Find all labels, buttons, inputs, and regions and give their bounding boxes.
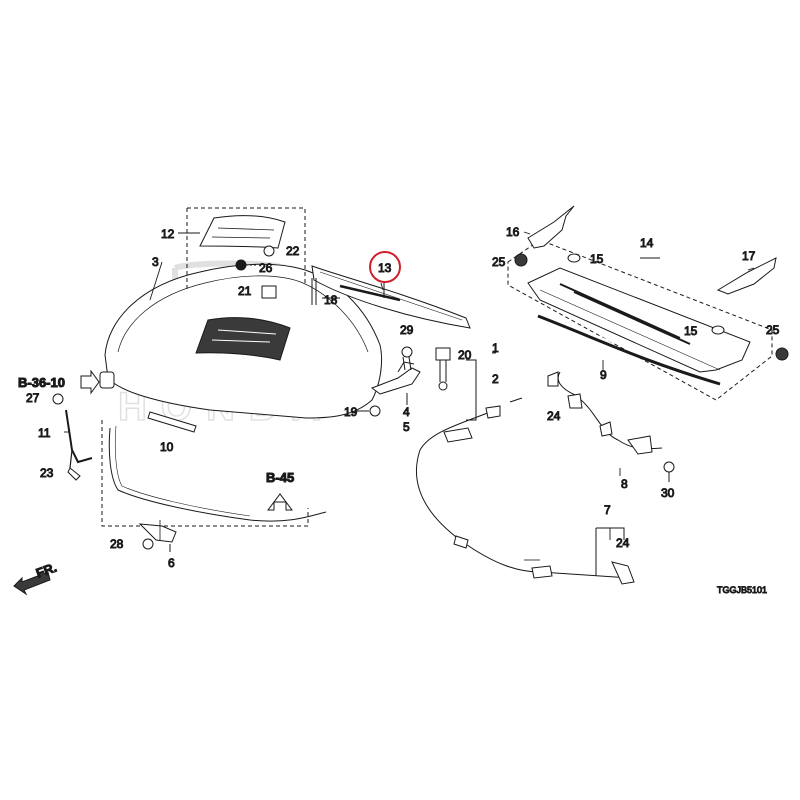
support-rod-18 — [311, 278, 340, 305]
cowl-side-brackets — [527, 205, 777, 295]
part-label-3: 3 — [152, 255, 159, 269]
part-label-18: 18 — [324, 293, 338, 307]
part-label-21: 21 — [238, 284, 252, 298]
front-molding-group — [101, 411, 327, 527]
part-label-24-bottom: 24 — [616, 536, 630, 550]
bracket-1-2 — [466, 359, 477, 421]
cowl-seal-part-13 — [311, 265, 471, 329]
part-label-7: 7 — [604, 503, 611, 517]
part-label-10: 10 — [160, 440, 174, 454]
part-label-5: 5 — [403, 420, 410, 434]
part-label-17: 17 — [742, 249, 756, 263]
cowl-top-group — [507, 239, 789, 401]
part-label-22: 22 — [286, 244, 300, 258]
part-label-1: 1 — [492, 341, 499, 355]
ref-label-bottom: B-45 — [266, 470, 294, 485]
part-label-12: 12 — [161, 227, 175, 241]
part-label-4: 4 — [403, 405, 410, 419]
part-label-25-right: 25 — [766, 323, 780, 337]
part-label-6: 6 — [168, 556, 175, 570]
part-label-19: 19 — [344, 405, 358, 419]
part-label-15-right: 15 — [684, 324, 698, 338]
front-direction-arrow-icon — [13, 571, 51, 596]
leader-lines — [64, 231, 755, 540]
part-label-16: 16 — [506, 225, 520, 239]
part-label-8: 8 — [621, 477, 628, 491]
part-label-15-top: 15 — [590, 252, 604, 266]
hood-hinge-assembly — [357, 346, 451, 417]
ref-arrow-up-icon — [267, 493, 293, 511]
part-label-29: 29 — [400, 323, 414, 337]
highlight-circle — [369, 251, 401, 283]
part-label-25-left: 25 — [492, 255, 506, 269]
part-label-11: 11 — [38, 426, 51, 440]
part-label-28: 28 — [110, 537, 124, 551]
hood-support-strut — [52, 369, 115, 481]
diagram-code: TGGJB5101 — [717, 585, 767, 595]
release-cable-8 — [547, 371, 675, 482]
part-label-26: 26 — [259, 261, 273, 275]
hood-scoop-group — [178, 207, 306, 299]
part-label-24-top: 24 — [547, 409, 561, 423]
part-label-30: 30 — [661, 486, 675, 500]
part-label-13: 13 — [378, 261, 392, 275]
part-label-14: 14 — [640, 236, 654, 250]
hood-latch-6 — [138, 520, 177, 552]
part-label-9: 9 — [600, 368, 607, 382]
ref-label-left: B-36-10 — [18, 375, 65, 390]
part-label-20: 20 — [458, 348, 472, 362]
part-label-27: 27 — [26, 391, 40, 405]
release-cable-7 — [415, 397, 635, 585]
front-direction-label: FR. — [34, 560, 59, 581]
part-label-23: 23 — [40, 466, 54, 480]
part-label-2: 2 — [492, 372, 499, 386]
